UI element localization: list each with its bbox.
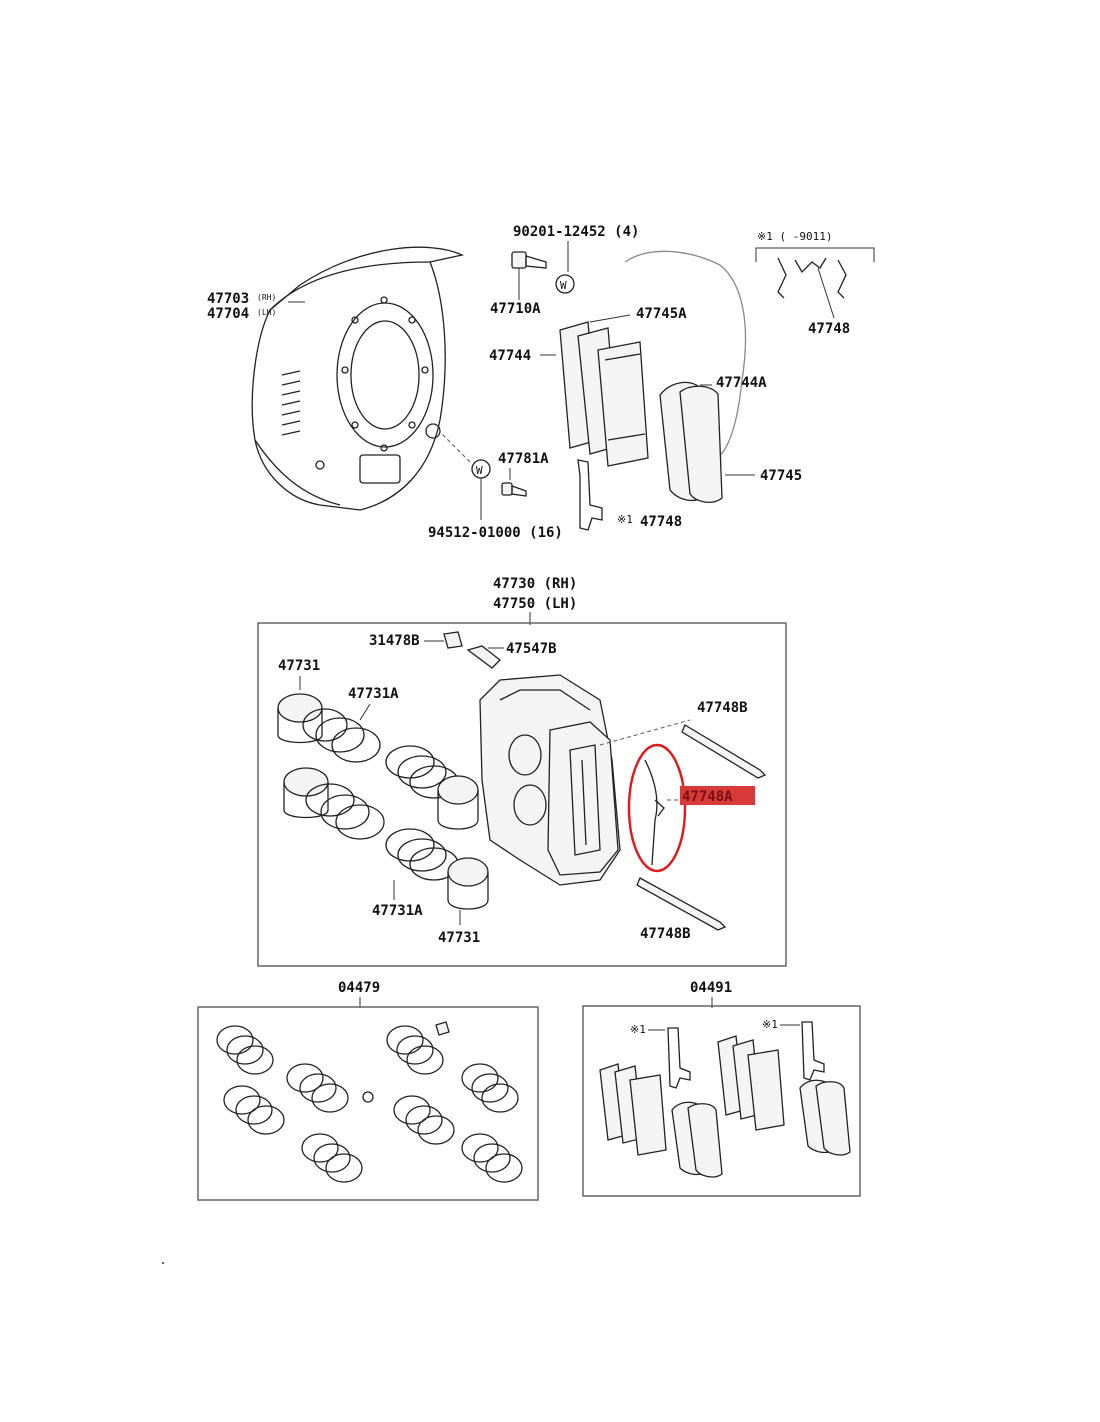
pistons-lower (283, 767, 489, 910)
label-bolt-top: 90201-12452 (4) (513, 224, 639, 240)
label-piston-bottom: 47731 (438, 930, 480, 946)
label-caliper-lh: 47750 (LH) (493, 596, 577, 612)
caliper-body (479, 674, 621, 886)
outer-pads (659, 381, 723, 504)
kit-pads-parts (599, 1021, 851, 1178)
label-seal-left: 47731A (348, 686, 399, 702)
label-cap: 31478B (369, 633, 420, 649)
label-clip-bottom: 47748 (640, 514, 682, 530)
label-pad-outer-a: 47744A (716, 375, 767, 391)
label-inset-range: ※1 ( -9011) (757, 230, 832, 243)
highlight-label-bg (680, 786, 755, 805)
label-pin-bottom: 47748B (640, 926, 691, 942)
label-pin-top: 47748B (697, 700, 748, 716)
label-bleeder: 47781A (498, 451, 549, 467)
caliper-outline-top (624, 250, 747, 461)
small-bolt-icon (501, 482, 527, 497)
label-pad-inner: 47744 (489, 348, 531, 364)
label-piston-left: 47731 (278, 658, 320, 674)
kit-seals-rings (216, 1021, 523, 1183)
label-kit-seals: 04479 (338, 980, 380, 996)
washer-mark-top: W (560, 279, 567, 292)
washer-mark-lower: W (476, 464, 483, 477)
cap-icon (443, 631, 463, 649)
label-shield-bolt: 94512-01000 (16) (428, 525, 563, 541)
washer-icon (555, 274, 575, 294)
kit-pads-box (582, 1005, 861, 1197)
label-shield-rh-suffix: (RH) (257, 293, 276, 302)
label-kit-pads-mark-1: ※1 (630, 1023, 646, 1036)
label-spring-highlight: 47748A (682, 789, 733, 805)
dust-shield (251, 246, 465, 511)
label-inset-part: 47748 (808, 321, 850, 337)
pin-top (681, 724, 767, 779)
highlight-ring (627, 743, 687, 873)
label-pad-kit-a: 47745A (636, 306, 687, 322)
stray-dot (162, 1262, 164, 1264)
inset-clip-range: ※1 ( -9011) 47748 (755, 230, 875, 337)
anti-rattle-clip (577, 459, 603, 531)
pad-spring (644, 759, 658, 866)
inner-pads (559, 321, 649, 467)
label-kit-pads-mark-2: ※1 (762, 1018, 778, 1031)
label-seal-bottom: 47731A (372, 903, 423, 919)
label-caliper-rh: 47730 (RH) (493, 576, 577, 592)
label-shield-lh: 47704 (207, 306, 249, 322)
kit-seals-box (197, 1006, 539, 1201)
label-clip-bottom-mark: ※1 (617, 513, 633, 526)
bolt-icon (511, 251, 547, 269)
label-kit-pads: 04491 (690, 980, 732, 996)
label-pad-outer: 47745 (760, 468, 802, 484)
label-bleeder-plug: 47547B (506, 641, 557, 657)
bleeder-plug-icon (466, 645, 501, 669)
pistons-upper (277, 693, 479, 830)
label-shield-lh-suffix: (LH) (257, 308, 276, 317)
caliper-assembly-box (257, 622, 787, 967)
label-shield-rh: 47703 (207, 291, 249, 307)
pin-bottom (636, 877, 727, 931)
label-bolt-top-part: 47710A (490, 301, 541, 317)
